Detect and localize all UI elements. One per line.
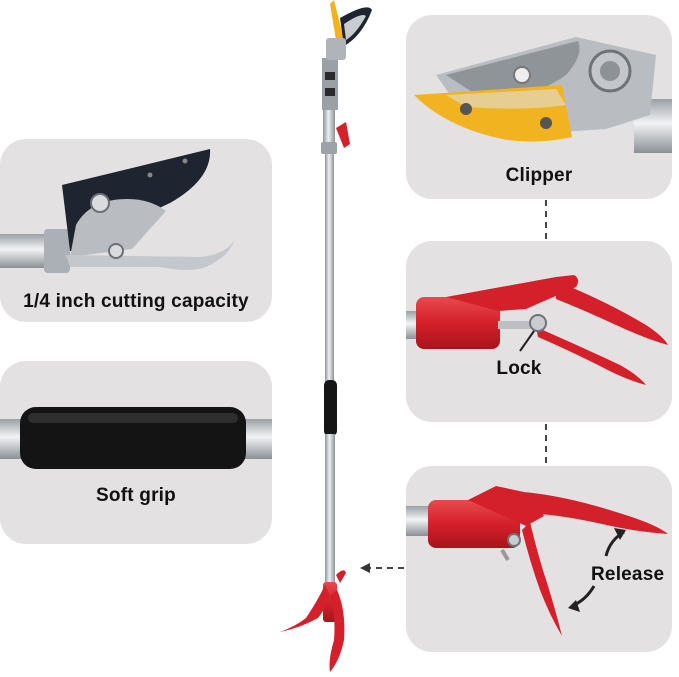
panel-cutting-capacity: 1/4 inch cutting capacity [0,139,272,322]
caption-lock: Lock [496,358,542,379]
panel-lock: Lock [406,241,672,422]
clipper-head-detail-image [414,37,672,153]
caption-release: Release [591,564,665,585]
pole-middle-segment [325,150,334,382]
panel-soft-grip: Soft grip [0,361,272,544]
release-handle-detail-image [406,486,668,636]
pole-bottom-handle [280,570,346,672]
panel-release: Release [406,466,672,652]
lock-handle-detail-image [406,275,668,385]
foam-grip-detail-image [0,407,272,469]
caption-clipper: Clipper [505,165,573,186]
pole-lower-segment [325,434,335,584]
pole-lock-clip [336,122,350,148]
pole-foam-grip [324,380,337,436]
caption-soft-grip: Soft grip [96,485,176,506]
pole-clipper-head [322,0,372,110]
panel-clipper: Clipper [406,15,672,199]
arrow-left-icon [360,563,370,573]
caption-cutting-capacity: 1/4 inch cutting capacity [23,291,249,312]
blade-detail-image [0,149,234,273]
